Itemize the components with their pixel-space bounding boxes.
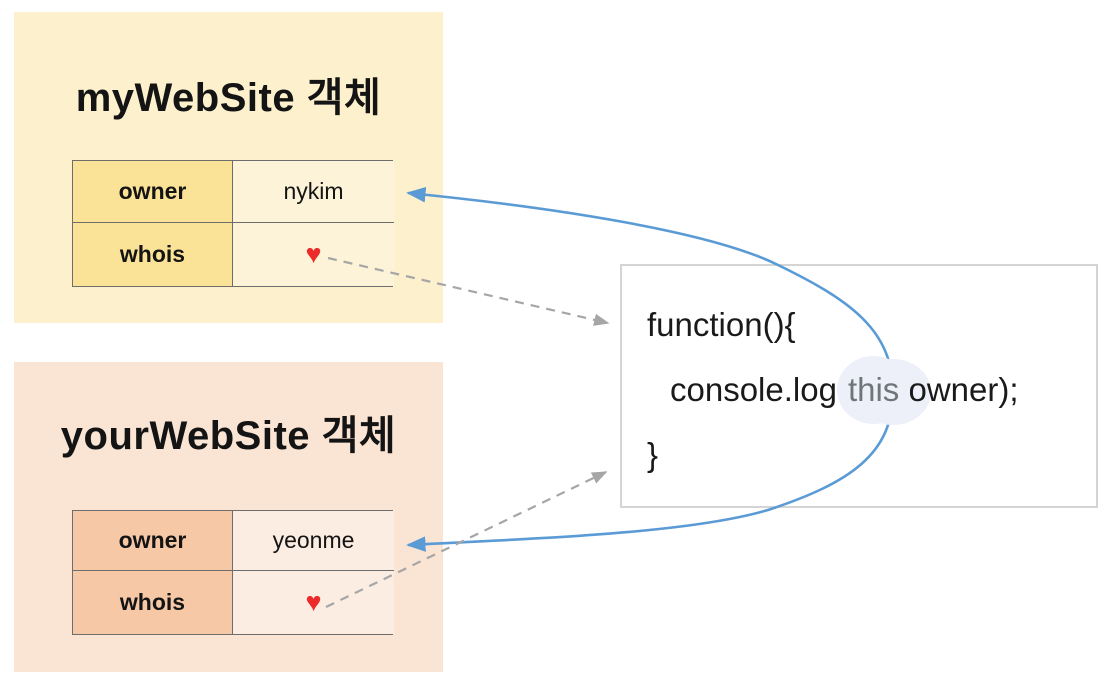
yourwebsite-whois-key-cell: whois — [73, 571, 233, 634]
yourwebsite-owner-key-cell: owner — [73, 511, 233, 571]
mywebsite-whois-value-cell: ♥ — [233, 223, 394, 286]
mywebsite-owner-value-cell: nykim — [233, 161, 394, 223]
yourwebsite-property-table: owner yeonme whois ♥ — [72, 510, 394, 635]
yourwebsite-owner-value-cell: yeonme — [233, 511, 394, 571]
yourwebsite-object-title: yourWebSite 객체 — [60, 414, 397, 458]
mywebsite-owner-key-cell: owner — [73, 161, 233, 223]
yourwebsite-whois-value-cell: ♥ — [233, 571, 394, 634]
mywebsite-whois-key-cell: whois — [73, 223, 233, 286]
mywebsite-property-table: owner nykim whois ♥ — [72, 160, 394, 287]
mywebsite-object-title: myWebSite 객체 — [75, 76, 382, 120]
yourwebsite-object-box: yourWebSite 객체 owner yeonme whois ♥ — [14, 362, 443, 672]
function-code-box — [620, 264, 1098, 508]
mywebsite-object-box: myWebSite 객체 owner nykim whois ♥ — [14, 12, 443, 323]
heart-icon: ♥ — [305, 239, 322, 269]
heart-icon: ♥ — [305, 587, 322, 617]
